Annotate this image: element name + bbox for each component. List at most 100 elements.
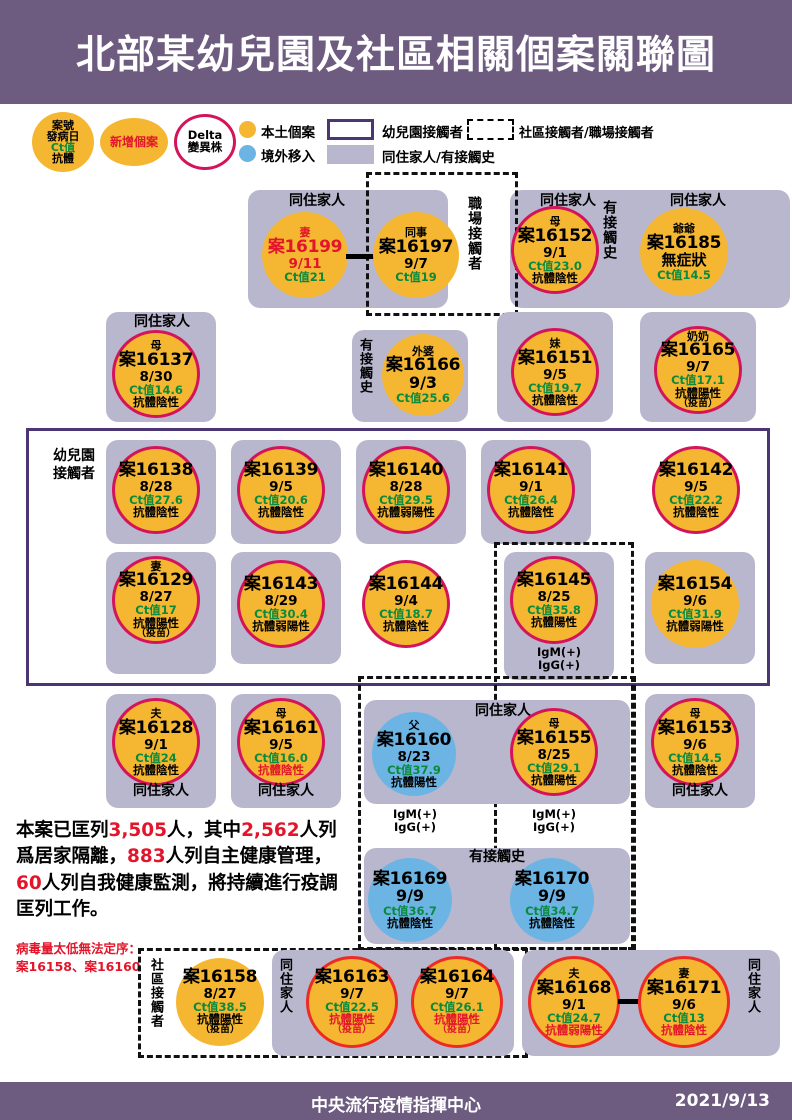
case-16152-id: 案16152 — [517, 225, 593, 246]
label-community-contact: 社區接觸者 — [147, 958, 163, 1028]
case-16129-ct: Ct值17 — [135, 603, 177, 618]
case-node-16145[interactable]: 案16145 8/25 Ct值35.8 抗體陽性 — [510, 556, 598, 644]
case-16158-sub: （疫苗） — [200, 1023, 240, 1035]
group-label-cohabitant-9: 同住家人 — [276, 958, 292, 1014]
case-16168-antibody: 抗體弱陽性 — [545, 1022, 603, 1037]
case-16169-id: 案16169 — [372, 868, 448, 889]
case-16145-igm: IgM(+) — [536, 645, 582, 659]
legend-key-line4: 抗體 — [52, 152, 74, 166]
case-16141-antibody: 抗體陰性 — [508, 505, 554, 519]
case-16144-antibody: 抗體陰性 — [383, 619, 429, 633]
case-16144-id: 案16144 — [368, 573, 444, 594]
case-node-16139[interactable]: 案16139 9/5 Ct值20.6 抗體陰性 — [237, 446, 325, 534]
case-16154-date: 9/6 — [683, 592, 707, 609]
legend-key-line2: 發病日 — [46, 129, 80, 143]
case-16145-id: 案16145 — [516, 569, 592, 590]
legend-community-swatch — [467, 119, 514, 140]
legend-new-case: 新增個案 — [100, 118, 168, 166]
case-node-16143[interactable]: 案16143 8/29 Ct值30.4 抗體弱陽性 — [237, 560, 325, 648]
case-16140-id: 案16140 — [368, 459, 444, 480]
case-16138-ct: Ct值27.6 — [129, 492, 183, 507]
case-16153-ct: Ct值14.5 — [668, 750, 722, 765]
case-16185-relation: 爺爺 — [673, 222, 695, 236]
case-node-16129[interactable]: 妻 案16129 8/27 Ct值17 抗體陽性 （疫苗） — [112, 556, 200, 644]
case-node-16165[interactable]: 奶奶 案16165 9/7 Ct值17.1 抗體陽性 （疫苗） — [654, 326, 742, 414]
case-16197-ct: Ct值19 — [395, 269, 437, 284]
group-label-cohabitant-1: 同住家人 — [289, 193, 345, 209]
case-16129-sub: （疫苗） — [136, 627, 176, 639]
case-16142-antibody: 抗體陰性 — [673, 505, 719, 519]
case-16170-date: 9/9 — [537, 886, 567, 906]
frame-mask-top — [369, 175, 515, 189]
case-node-16154[interactable]: 案16154 9/6 Ct值31.9 抗體弱陽性 — [651, 560, 739, 648]
case-16144-ct: Ct值18.7 — [379, 606, 433, 621]
case-16155-antibody: 抗體陽性 — [531, 772, 577, 787]
case-16160-igg: IgG(+) — [393, 820, 437, 835]
label-kindergarten-contacts: 幼兒園 接觸者 — [36, 448, 112, 483]
legend-community-label: 社區接觸者/職場接觸者 — [519, 126, 654, 141]
case-node-16160[interactable]: 父 案16160 8/23 Ct值37.9 抗體陽性 — [372, 712, 456, 796]
case-16145-antibody: 抗體陽性 — [531, 615, 577, 629]
case-node-16168[interactable]: 夫 案16168 9/1 Ct值24.7 抗體弱陽性 — [528, 956, 620, 1048]
group-label-cohabitant-3: 同住家人 — [670, 193, 726, 209]
case-node-16151[interactable]: 妹 案16151 9/5 Ct值19.7 抗體陰性 — [511, 328, 599, 416]
case-16138-antibody: 抗體陰性 — [133, 505, 179, 519]
case-16139-antibody: 抗體陰性 — [258, 505, 304, 519]
case-node-16144[interactable]: 案16144 9/4 Ct值18.7 抗體陰性 — [362, 560, 450, 648]
case-16145-ct: Ct值35.8 — [527, 602, 581, 617]
case-16161-id: 案16161 — [243, 717, 319, 738]
case-16152-antibody: 抗體陰性 — [532, 270, 578, 285]
group-label-cohabitant-6: 同住家人 — [258, 783, 314, 799]
case-16137-antibody: 抗體陰性 — [133, 394, 179, 409]
case-16152-ct: Ct值23.0 — [528, 258, 582, 273]
case-node-16142[interactable]: 案16142 9/5 Ct值22.2 抗體陰性 — [652, 446, 740, 534]
case-16145-ig-tags: IgM(+) IgG(+) — [504, 645, 614, 672]
case-16161-relation: 母 — [275, 707, 287, 721]
case-16137-id: 案16137 — [118, 349, 194, 370]
case-16171-antibody: 抗體陰性 — [661, 1022, 707, 1037]
case-16164-antibody: 抗體陽性 — [434, 1011, 480, 1026]
case-16142-id: 案16142 — [658, 459, 734, 480]
case-16140-date: 8/28 — [389, 478, 423, 495]
case-node-16158[interactable]: 案16158 8/27 Ct值38.5 抗體陽性 （疫苗） — [176, 958, 264, 1046]
legend-cohabitant-label: 同住家人/有接觸史 — [382, 150, 495, 166]
group-label-cohabitant-8: 同住家人 — [672, 783, 728, 799]
label-workplace-contact: 職場接觸者 — [466, 196, 483, 271]
case-node-16161[interactable]: 母 案16161 9/5 Ct值16.0 抗體陰性 — [237, 698, 325, 786]
case-node-16140[interactable]: 案16140 8/28 Ct值29.5 抗體弱陽性 — [362, 446, 450, 534]
case-16154-ct: Ct值31.9 — [668, 606, 722, 621]
case-node-16153[interactable]: 母 案16153 9/6 Ct值14.5 抗體陰性 — [651, 698, 739, 786]
case-node-16169[interactable]: 案16169 9/9 Ct值36.7 抗體陰性 — [368, 858, 452, 942]
case-16164-id: 案16164 — [419, 966, 495, 987]
case-16165-ct: Ct值17.1 — [671, 373, 725, 388]
case-16160-igm: IgM(+) — [392, 807, 438, 821]
case-node-16137[interactable]: 母 案16137 8/30 Ct值14.6 抗體陰性 — [112, 330, 200, 418]
case-node-16166[interactable]: 外婆 案16166 9/3 Ct值25.6 — [382, 334, 464, 416]
case-node-16152[interactable]: 母 案16152 9/1 Ct值23.0 抗體陰性 — [511, 206, 599, 294]
case-16140-ct: Ct值29.5 — [379, 492, 433, 507]
case-16171-relation: 妻 — [678, 967, 690, 981]
footer-org: 中央流行疫情指揮中心 — [311, 1096, 481, 1116]
case-node-16171[interactable]: 妻 案16171 9/6 Ct值13 抗體陰性 — [638, 956, 730, 1048]
case-16137-ct: Ct值14.6 — [129, 382, 183, 397]
case-node-16163[interactable]: 案16163 9/7 Ct值22.5 抗體陽性 （疫苗） — [306, 956, 398, 1048]
case-node-16170[interactable]: 案16170 9/9 Ct值34.7 抗體陰性 — [510, 858, 594, 942]
case-node-16185[interactable]: 爺爺 案16185 無症狀 Ct值14.5 — [640, 208, 728, 296]
case-16165-date: 9/7 — [686, 359, 710, 376]
case-node-16128[interactable]: 夫 案16128 9/1 Ct值24 抗體陰性 — [112, 698, 200, 786]
case-node-16141[interactable]: 案16141 9/1 Ct值26.4 抗體陰性 — [487, 446, 575, 534]
page-title: 北部某幼兒園及社區相關個案關聯圖 — [75, 33, 716, 78]
case-16155-date: 8/25 — [537, 746, 571, 763]
case-node-16199[interactable]: 妻 案16199 9/11 Ct值21 — [262, 212, 348, 298]
case-16137-date: 8/30 — [139, 368, 173, 385]
case-16171-ct: Ct值13 — [663, 1010, 705, 1025]
legend-key-line1: 案號 — [52, 118, 74, 132]
legend-kindergarten-label: 幼兒園接觸者 — [382, 125, 463, 141]
case-16128-date: 9/1 — [144, 736, 168, 753]
case-node-16155[interactable]: 母 案16155 8/25 Ct值29.1 抗體陽性 — [510, 708, 598, 796]
case-16170-antibody: 抗體陰性 — [529, 916, 575, 931]
case-node-16164[interactable]: 案16164 9/7 Ct值26.1 抗體陽性 （疫苗） — [411, 956, 503, 1048]
case-node-16197[interactable]: 同事 案16197 9/7 Ct值19 — [373, 212, 459, 298]
case-node-16138[interactable]: 案16138 8/28 Ct值27.6 抗體陰性 — [112, 446, 200, 534]
case-16129-relation: 妻 — [150, 559, 162, 573]
